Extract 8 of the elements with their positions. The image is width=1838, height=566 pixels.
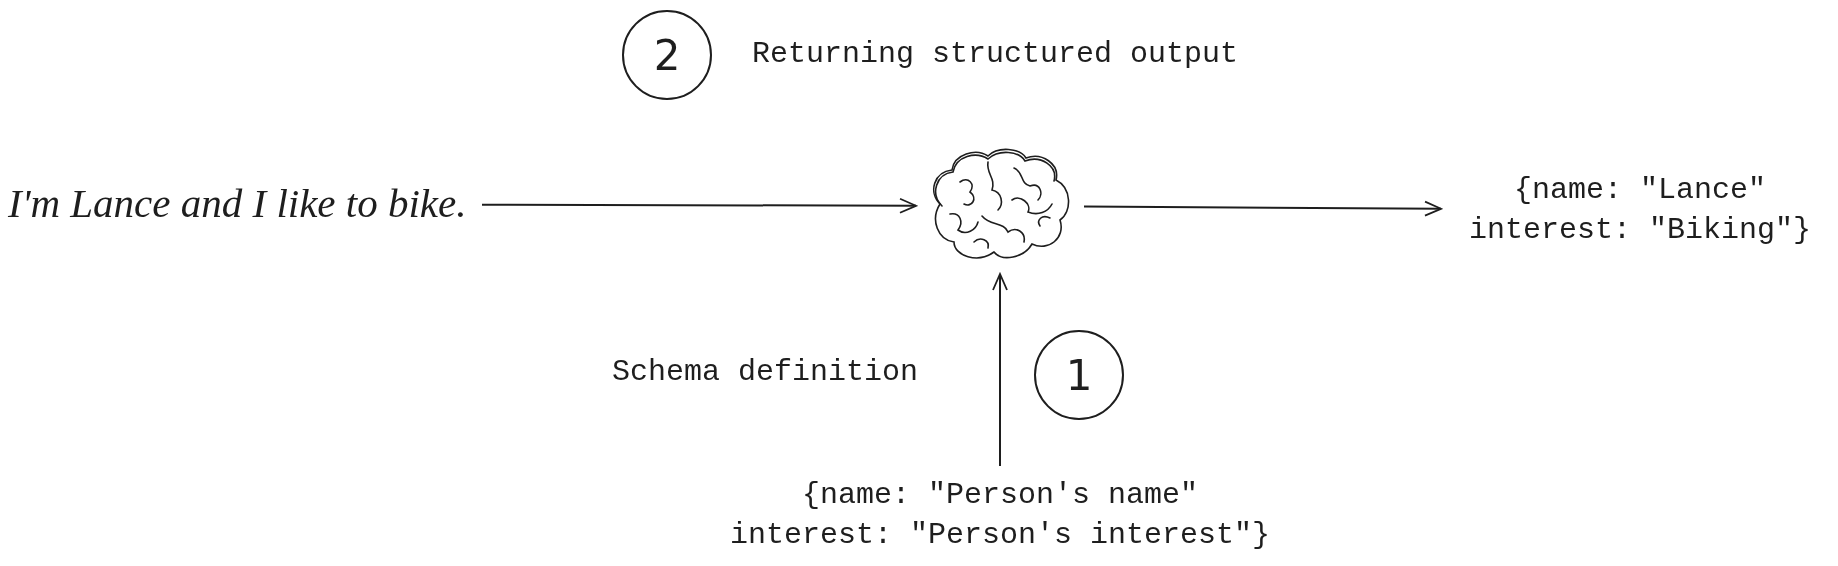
input-sentence: I'm Lance and I like to bike.: [8, 180, 478, 228]
schema-json-text: {name: "Person's name" interest: "Person's interest"}: [720, 470, 1280, 560]
arrow: [1083, 200, 1442, 217]
arrow: [992, 273, 1008, 467]
caption-text: Returning structured output: [752, 36, 1239, 73]
caption-text: Schema definition: [612, 354, 919, 391]
arrow: [481, 197, 917, 214]
output-json-text: {name: "Lance" interest: "Biking"}: [1445, 165, 1835, 255]
